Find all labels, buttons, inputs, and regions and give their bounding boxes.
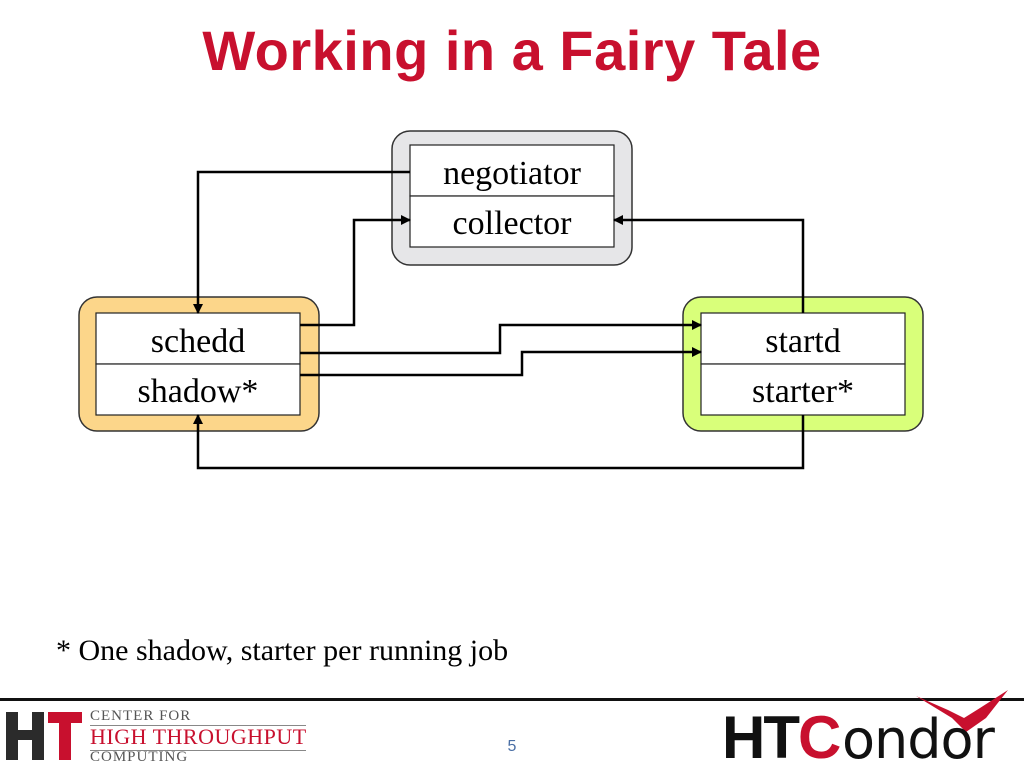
htcondor-c-text: C bbox=[798, 704, 841, 766]
startd-box bbox=[700, 312, 906, 365]
shadow-label: shadow* bbox=[138, 373, 259, 410]
startd-label: startd bbox=[765, 323, 841, 360]
ht-mark-icon bbox=[6, 712, 82, 760]
htcondor-logo: HT C ondor bbox=[722, 690, 1008, 766]
arrow-negotiator-to-schedd bbox=[193, 170, 410, 314]
negotiator-label: negotiator bbox=[443, 155, 582, 192]
submit-group: schedd shadow* bbox=[78, 296, 320, 432]
condor-bird-icon bbox=[916, 690, 1008, 732]
footnote: * One shadow, starter per running job bbox=[56, 634, 509, 667]
arrow-starter-to-shadow bbox=[193, 414, 805, 470]
execute-group: startd starter* bbox=[682, 296, 924, 432]
shadow-box bbox=[95, 363, 301, 416]
logo-rule-bottom bbox=[90, 750, 306, 751]
starter-label: starter* bbox=[752, 373, 854, 410]
htcondor-ht-text: HT bbox=[722, 704, 799, 766]
starter-box bbox=[700, 363, 906, 416]
footer-divider bbox=[0, 698, 1024, 701]
arrow-shadow-to-startd-2 bbox=[300, 347, 702, 377]
arrow-schedd-to-startd-1 bbox=[300, 320, 702, 355]
chtc-logo: CENTER FOR HIGH THROUGHPUT COMPUTING bbox=[4, 706, 314, 766]
collector-label: collector bbox=[453, 205, 573, 242]
logo-line-3: COMPUTING bbox=[90, 749, 189, 765]
logo-rule-top bbox=[90, 725, 306, 726]
schedd-label: schedd bbox=[151, 323, 245, 360]
logo-line-2: HIGH THROUGHPUT bbox=[90, 724, 307, 749]
htcondor-ondor-text: ondor bbox=[842, 708, 996, 766]
slide-title: Working in a Fairy Tale bbox=[202, 19, 822, 82]
schedd-box bbox=[95, 312, 301, 365]
central-manager-group: negotiator collector bbox=[391, 130, 633, 266]
page-number: 5 bbox=[507, 738, 517, 755]
arrow-startd-to-collector bbox=[613, 215, 805, 313]
logo-line-1: CENTER FOR bbox=[90, 708, 192, 724]
arrow-schedd-to-collector bbox=[300, 215, 411, 327]
